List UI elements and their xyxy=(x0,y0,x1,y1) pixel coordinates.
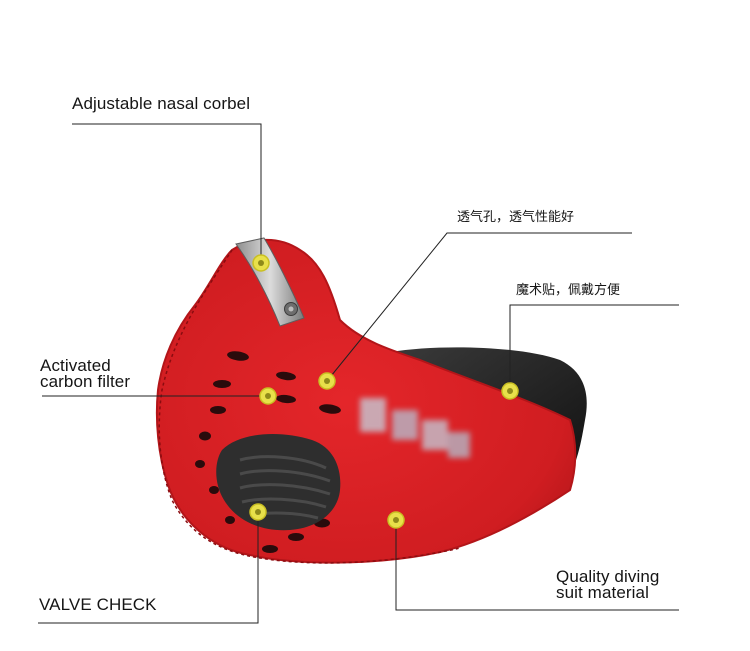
callout-carbon-filter: Activated carbon filter xyxy=(40,356,131,391)
target-dot-icon xyxy=(501,382,519,400)
callout-carbon-line1: Activated xyxy=(40,356,111,375)
callout-suit-material: Quality diving suit material xyxy=(556,567,660,602)
vent-holes xyxy=(195,351,341,553)
callout-material-line1: Quality diving xyxy=(556,567,660,586)
leader-nasal xyxy=(72,123,262,263)
leader-valve xyxy=(38,512,259,624)
leader-material xyxy=(395,520,679,611)
blurred-logo xyxy=(360,398,470,458)
mask-seam xyxy=(158,249,461,564)
hotspots xyxy=(249,254,519,529)
target-dot-icon xyxy=(318,372,336,390)
callout-material-line2: suit material xyxy=(556,583,649,602)
exhaust-valve xyxy=(216,434,341,531)
target-dot-icon xyxy=(249,503,267,521)
callout-carbon-line2: carbon filter xyxy=(40,372,131,391)
callout-nasal-corbel: Adjustable nasal corbel xyxy=(72,94,251,113)
callout-vent-holes: 透气孔，透气性能好 xyxy=(457,209,575,224)
leader-lines xyxy=(38,123,679,624)
target-dot-icon xyxy=(259,387,277,405)
callout-velcro: 魔术贴，佩戴方便 xyxy=(516,282,621,297)
leader-velcro xyxy=(509,304,679,391)
target-dot-icon xyxy=(252,254,270,272)
target-dot-icon xyxy=(387,511,405,529)
callout-valve-check: VALVE CHECK xyxy=(39,595,157,614)
leader-vent xyxy=(326,232,632,382)
